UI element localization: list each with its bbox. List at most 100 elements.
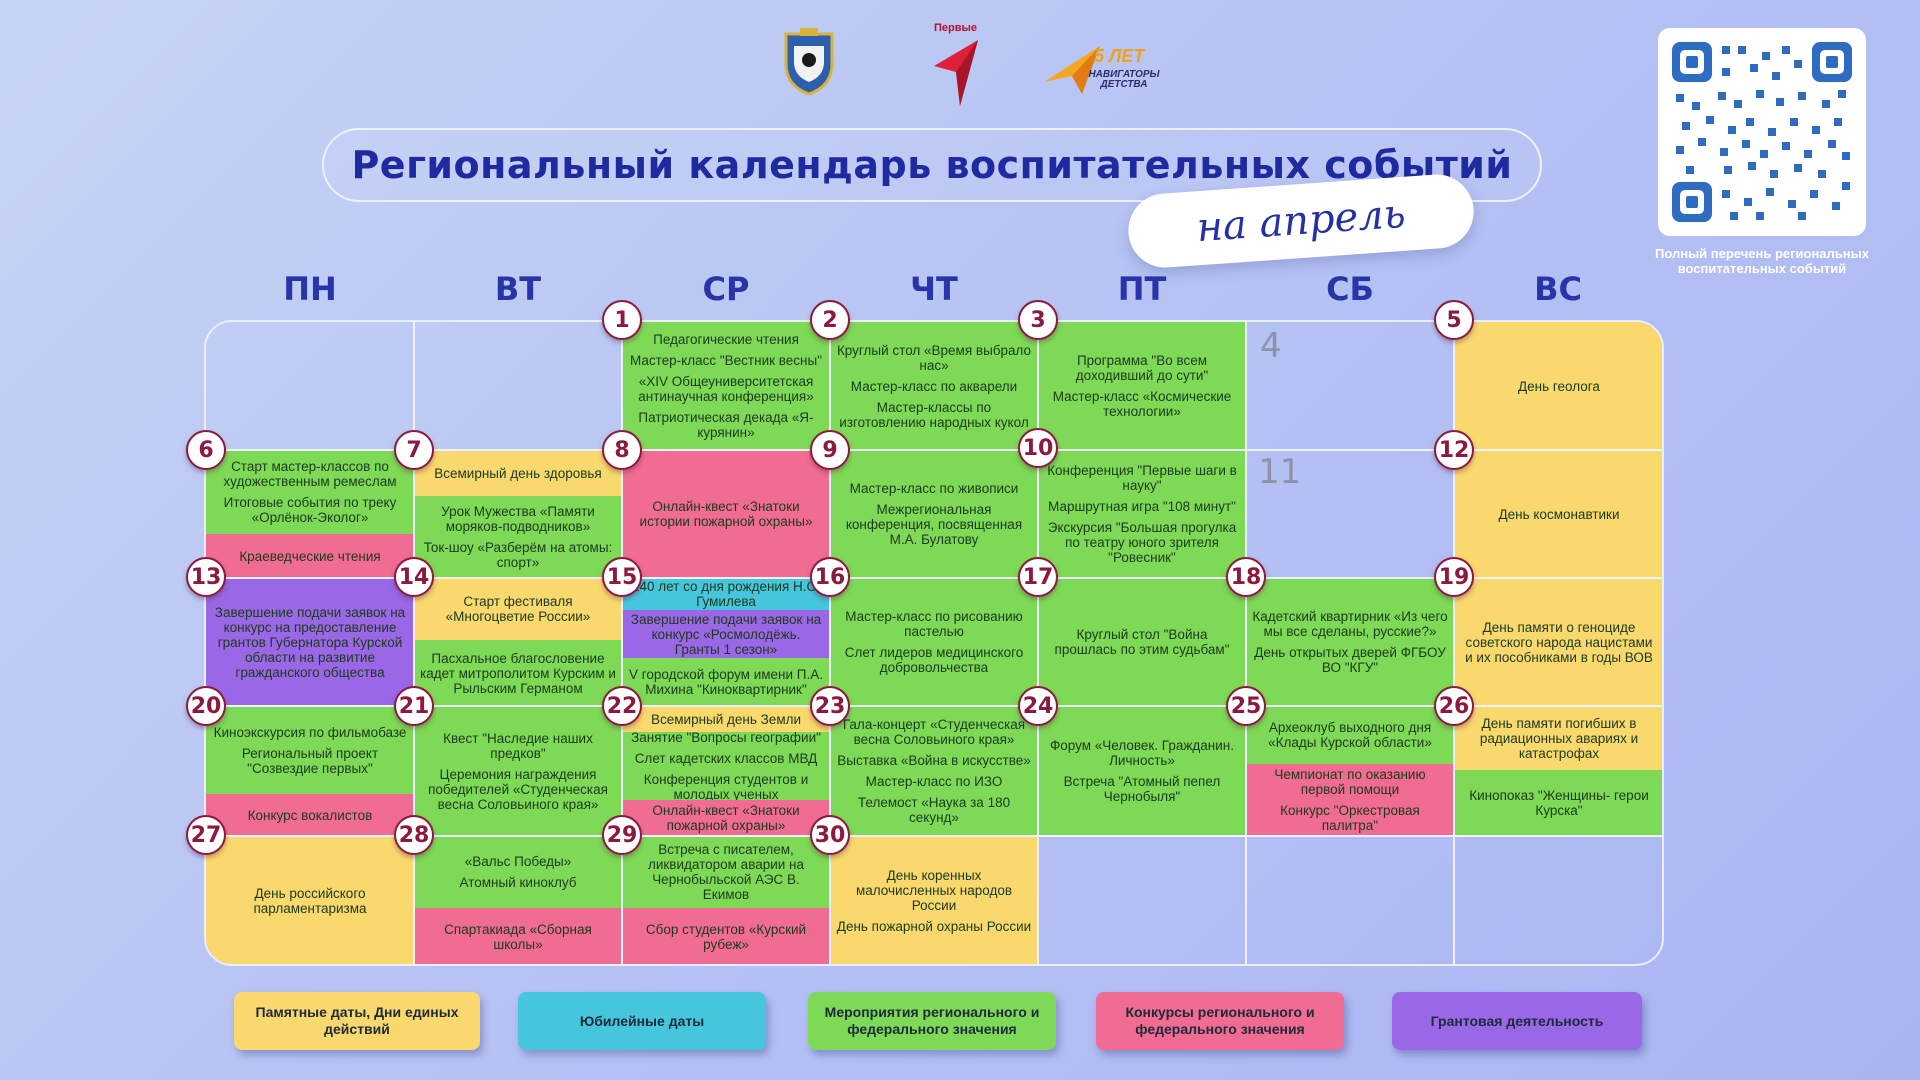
event-text: Церемония награждения победителей «Студе…	[428, 766, 608, 812]
event-text: Краеведческие чтения	[239, 548, 381, 564]
event-text: Конференция "Первые шаги в науку"	[1047, 463, 1237, 493]
event-cell-18[interactable]: Кадетский квартирник «Из чего мы все сде…	[1246, 578, 1454, 706]
event-cell-24[interactable]: Форум «Человек. Гражданин. Личность» Вст…	[1038, 706, 1246, 836]
grid-divider	[621, 320, 623, 966]
qr-caption: Полный перечень региональных воспитатель…	[1655, 246, 1869, 276]
event-text: Археоклуб выходного дня «Клады Курской о…	[1268, 720, 1432, 750]
event-cell-30[interactable]: День коренных малочисленных народов Росс…	[830, 836, 1038, 964]
date-badge-20: 20	[186, 686, 226, 726]
event-text: Конкурс вокалистов	[247, 807, 373, 823]
event-cell-22a[interactable]: Всемирный день Земли	[622, 706, 830, 732]
event-cell-29b[interactable]: Сбор студентов «Курский рубеж»	[622, 908, 830, 964]
event-cell-29a[interactable]: Встреча с писателем, ликвидатором аварии…	[622, 836, 830, 908]
date-badge-2: 2	[810, 300, 850, 340]
event-text: Киноэкскурсия по фильмобазе	[213, 724, 407, 740]
event-cell-15a[interactable]: 140 лет со дня рождения Н.С. Гумилева	[622, 578, 830, 610]
event-cell-1[interactable]: Педагогические чтения Мастер-класс "Вест…	[622, 322, 830, 450]
date-badge-24: 24	[1018, 686, 1058, 726]
event-text: День российского парламентаризма	[253, 886, 367, 916]
event-text: Сбор студентов «Курский рубеж»	[645, 922, 807, 952]
event-text: Конкурс "Оркестровая палитра"	[1280, 803, 1420, 833]
event-text: Педагогические чтения	[653, 332, 799, 347]
event-text: Слет лидеров медицинского добровольчеств…	[844, 645, 1024, 675]
event-text: День космонавтики	[1498, 506, 1620, 522]
event-cell-13[interactable]: Завершение подачи заявок на конкурс на п…	[206, 578, 414, 706]
event-cell-6a[interactable]: Старт мастер-классов по художественным р…	[206, 450, 414, 534]
event-cell-5[interactable]: День геолога	[1454, 322, 1662, 450]
event-text: Мастер-класс "Вестник весны"	[629, 353, 822, 368]
event-cell-27[interactable]: День российского парламентаризма	[206, 836, 414, 964]
event-text: Мастер-класс по ИЗО	[865, 774, 1003, 789]
event-cell-6b[interactable]: Краеведческие чтения	[206, 534, 414, 578]
event-cell-16[interactable]: Мастер-класс по рисованию пастелью Слет …	[830, 578, 1038, 706]
qr-code[interactable]	[1658, 28, 1866, 236]
event-text: Форум «Человек. Гражданин. Личность»	[1050, 738, 1234, 768]
event-cell-26a[interactable]: День памяти погибших в радиационных авар…	[1454, 706, 1662, 770]
event-cell-25a[interactable]: Археоклуб выходного дня «Клады Курской о…	[1246, 706, 1454, 764]
date-badge-27: 27	[186, 815, 226, 855]
event-text: V городской форум имени П.А. Михина "Кин…	[629, 667, 823, 697]
event-cell-20b[interactable]: Конкурс вокалистов	[206, 794, 414, 836]
event-text: Кадетский квартирник «Из чего мы все сде…	[1252, 609, 1448, 639]
coat-of-arms-icon	[784, 28, 834, 96]
event-text: Старт фестиваля «Многоцветие России»	[445, 594, 591, 624]
date-badge-15: 15	[602, 557, 642, 597]
event-cell-3[interactable]: Программа "Во всем доходивший до сути" М…	[1038, 322, 1246, 450]
event-cell-17[interactable]: Круглый стол "Война прошлась по этим суд…	[1038, 578, 1246, 706]
event-cell-7b[interactable]: Урок Мужества «Памяти моряков-подводнико…	[414, 496, 622, 578]
grid-divider	[204, 577, 1664, 579]
event-cell-26b[interactable]: Кинопоказ "Женщины- герои Курска"	[1454, 770, 1662, 836]
event-cell-7a[interactable]: Всемирный день здоровья	[414, 450, 622, 496]
grid-divider	[1453, 320, 1455, 966]
event-text: День открытых дверей ФГБОУ ВО "КГУ"	[1254, 645, 1446, 675]
event-text: День памяти погибших в радиационных авар…	[1479, 715, 1639, 761]
event-cell-19[interactable]: День памяти о геноциде советского народа…	[1454, 578, 1662, 706]
event-text: Пасхальное благословение кадет митрополи…	[420, 650, 616, 696]
event-cell-25b[interactable]: Чемпионат по оказанию первой помощи Конк…	[1246, 764, 1454, 836]
event-text: Кинопоказ "Женщины- герои Курска"	[1469, 788, 1649, 818]
weekday-mon: ПН	[283, 270, 337, 308]
event-text: Встреча "Атомный пепел Чернобыля"	[1063, 774, 1221, 804]
grid-divider	[829, 320, 831, 966]
date-badge-9: 9	[810, 430, 850, 470]
day-number-11: 11	[1258, 452, 1302, 492]
event-cell-15b[interactable]: Завершение подачи заявок на конкурс «Рос…	[622, 610, 830, 658]
event-text: Гала-концерт «Студенческая весна Соловьи…	[842, 717, 1026, 747]
event-cell-9[interactable]: Мастер-класс по живописи Межрегиональная…	[830, 450, 1038, 578]
page-title: Региональный календарь воспитательных со…	[351, 143, 1513, 187]
date-badge-26: 26	[1434, 686, 1474, 726]
date-badge-25: 25	[1226, 686, 1266, 726]
event-cell-28a[interactable]: «Вальс Победы» Атомный киноклуб	[414, 836, 622, 908]
event-text: Мастер-классы по изготовлению народных к…	[839, 399, 1029, 430]
event-text: Спартакиада «Сборная школы»	[444, 922, 592, 952]
calendar-grid: Педагогические чтения Мастер-класс "Вест…	[204, 320, 1664, 966]
event-text: Конференция студентов и молодых ученых	[643, 772, 809, 802]
event-cell-15c[interactable]: V городской форум имени П.А. Михина "Кин…	[622, 658, 830, 706]
event-cell-14a[interactable]: Старт фестиваля «Многоцветие России»	[414, 578, 622, 640]
weekday-sun: ВС	[1534, 270, 1582, 308]
event-cell-2[interactable]: Круглый стол «Время выбрало нас» Мастер-…	[830, 322, 1038, 450]
event-cell-14b[interactable]: Пасхальное благословение кадет митрополи…	[414, 640, 622, 706]
event-cell-12[interactable]: День космонавтики	[1454, 450, 1662, 578]
event-text: «Вальс Победы»	[464, 854, 572, 869]
event-text: День пожарной охраны России	[836, 919, 1032, 934]
event-text: Завершение подачи заявок на конкурс «Рос…	[630, 611, 822, 657]
pervye-arrow-icon	[934, 40, 978, 106]
event-cell-22c[interactable]: Онлайн-квест «Знатоки пожарной охраны»	[622, 800, 830, 836]
event-cell-23[interactable]: Гала-концерт «Студенческая весна Соловьи…	[830, 706, 1038, 836]
event-text: Слет кадетских классов МВД	[634, 751, 818, 766]
event-text: «XIV Общеуниверситетская антинаучная кон…	[638, 374, 814, 404]
date-badge-17: 17	[1018, 557, 1058, 597]
event-cell-10[interactable]: Конференция "Первые шаги в науку" Маршру…	[1038, 450, 1246, 578]
event-cell-20a[interactable]: Киноэкскурсия по фильмобазе Региональный…	[206, 706, 414, 794]
event-text: Межрегиональная конференция, посвященная…	[845, 502, 1023, 547]
event-cell-21[interactable]: Квест "Наследие наших предков" Церемония…	[414, 706, 622, 836]
event-text: Атомный киноклуб	[459, 875, 577, 890]
event-cell-22b[interactable]: Занятие "Вопросы географии" Слет кадетск…	[622, 730, 830, 802]
event-cell-8[interactable]: Онлайн-квест «Знатоки истории пожарной о…	[622, 450, 830, 578]
event-text: Телемост «Наука за 180 секунд»	[857, 795, 1011, 825]
event-text: Мастер-класс по живописи	[849, 481, 1019, 496]
weekday-fri: ПТ	[1117, 270, 1167, 308]
event-text: Выставка «Война в искусстве»	[837, 753, 1031, 768]
event-cell-28b[interactable]: Спартакиада «Сборная школы»	[414, 908, 622, 964]
